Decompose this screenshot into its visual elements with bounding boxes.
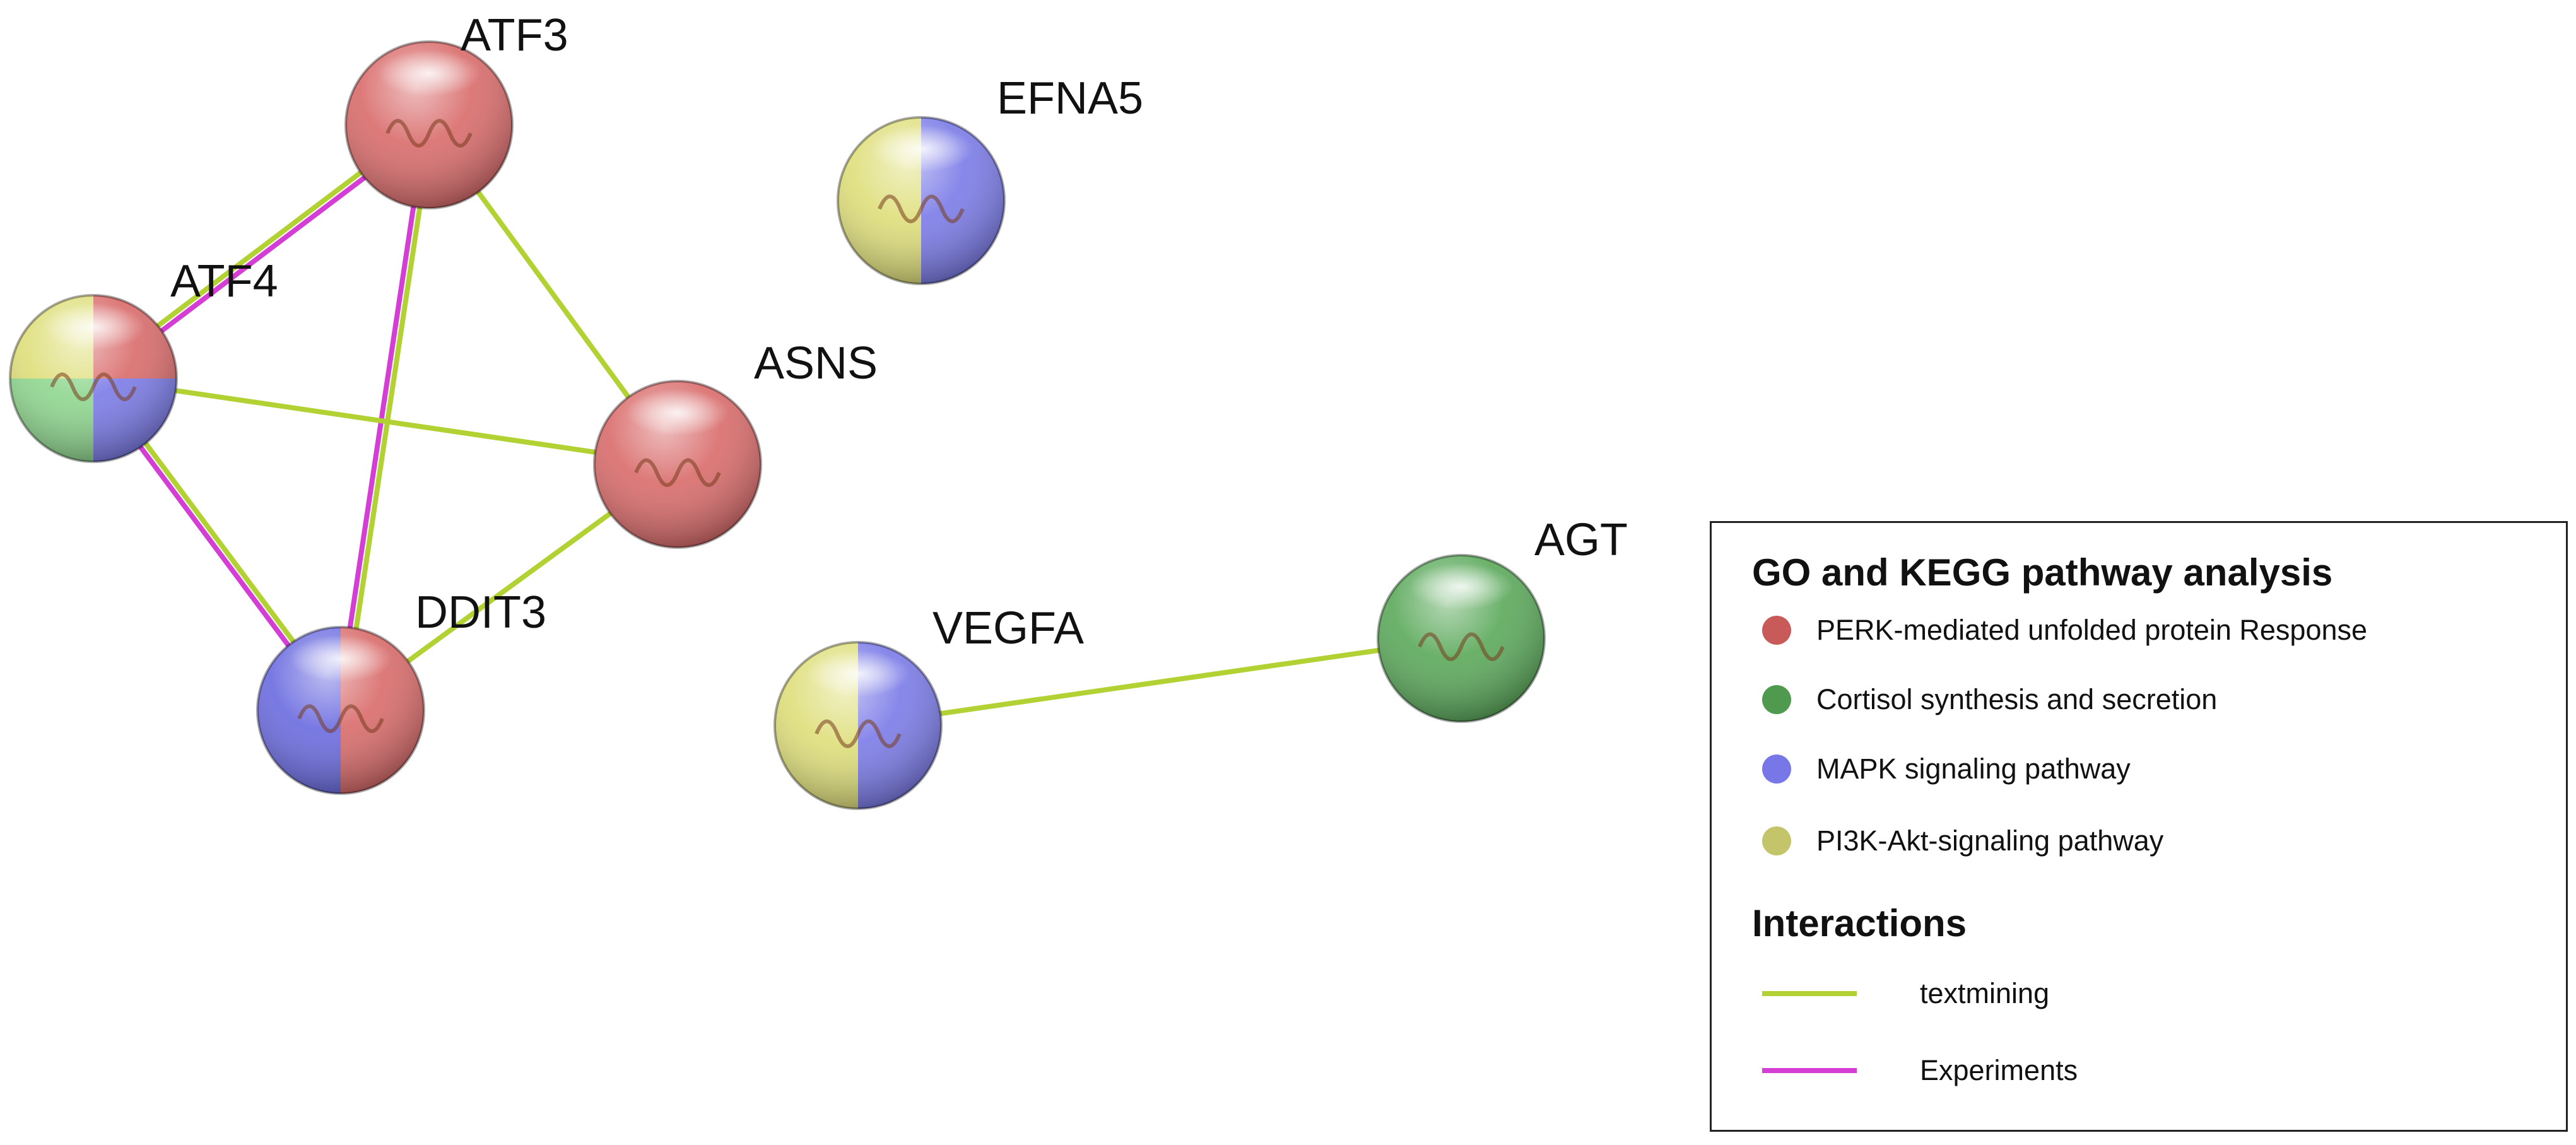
node-vegfa-highlight <box>806 650 910 698</box>
node-label-asns: ASNS <box>754 338 878 389</box>
node-label-atf4: ATF4 <box>170 256 278 307</box>
node-label-vegfa: VEGFA <box>932 603 1084 654</box>
node-ddit3-highlight <box>289 635 392 683</box>
legend-label-cortisol: Cortisol synthesis and secretion <box>1816 683 2218 715</box>
legend-label-pi3k: PI3K-Akt-signaling pathway <box>1816 825 2164 857</box>
legend-box: GO and KEGG pathway analysis PERK-mediat… <box>1710 521 2568 1132</box>
edges-layer <box>88 120 1462 728</box>
node-atf3[interactable]: ATF3 <box>344 10 568 209</box>
node-atf4-structure-icon <box>50 372 137 401</box>
legend-item-textmining: textmining <box>1762 975 2049 1013</box>
node-label-atf3: ATF3 <box>461 10 568 61</box>
legend-item-pi3k: PI3K-Akt-signaling pathway <box>1762 822 2163 860</box>
legend-item-experiments: Experiments <box>1762 1052 2078 1089</box>
node-agt-structure-icon <box>1418 632 1505 661</box>
legend-item-cortisol: Cortisol synthesis and secretion <box>1762 681 2217 719</box>
node-efna5-highlight <box>869 126 973 173</box>
edge-vegfa-agt-textmining <box>857 636 1462 728</box>
node-asns[interactable]: ASNS <box>593 338 878 549</box>
interactions-legend-heading: Interactions <box>1752 902 1967 944</box>
legend-swatch-cortisol <box>1762 685 1791 714</box>
legend-item-mapk: MAPK signaling pathway <box>1762 750 2131 788</box>
node-efna5-structure-icon <box>878 194 965 223</box>
legend-label-experiments: Experiments <box>1920 1054 2078 1086</box>
node-efna5[interactable]: EFNA5 <box>837 73 1143 285</box>
node-atf3-structure-icon <box>385 119 473 148</box>
legend-swatch-mapk <box>1762 755 1791 784</box>
edge-atf3-ddit3-textmining <box>341 125 435 712</box>
node-atf4[interactable]: ATF4 <box>9 256 278 463</box>
node-atf4-highlight <box>42 303 145 351</box>
node-vegfa-structure-icon <box>815 719 902 748</box>
legend-label-perk: PERK-mediated unfolded protein Response <box>1816 614 2368 646</box>
node-agt[interactable]: AGT <box>1377 515 1628 723</box>
node-vegfa[interactable]: VEGFA <box>773 603 1084 810</box>
node-asns-structure-icon <box>634 458 721 487</box>
legend-swatch-perk <box>1762 616 1791 645</box>
legend-item-perk: PERK-mediated unfolded protein Response <box>1762 611 2367 649</box>
node-atf3-highlight <box>377 50 481 97</box>
node-label-agt: AGT <box>1534 515 1628 565</box>
node-ddit3-structure-icon <box>297 704 384 733</box>
legend-label-textmining: textmining <box>1920 977 2050 1009</box>
pathway-legend-heading: GO and KEGG pathway analysis <box>1752 551 2333 594</box>
node-label-efna5: EFNA5 <box>997 73 1143 124</box>
legend-swatch-pi3k <box>1762 826 1791 855</box>
node-asns-highlight <box>626 389 729 437</box>
legend-line-experiments <box>1762 1068 1857 1073</box>
edge-atf3-ddit3-experiments <box>335 124 429 710</box>
node-ddit3[interactable]: DDIT3 <box>256 587 546 795</box>
edge-atf4-asns-textmining <box>93 376 678 467</box>
legend-line-textmining <box>1762 991 1857 996</box>
legend-label-mapk: MAPK signaling pathway <box>1816 753 2131 785</box>
node-agt-highlight <box>1409 563 1513 611</box>
node-label-ddit3: DDIT3 <box>415 587 546 638</box>
